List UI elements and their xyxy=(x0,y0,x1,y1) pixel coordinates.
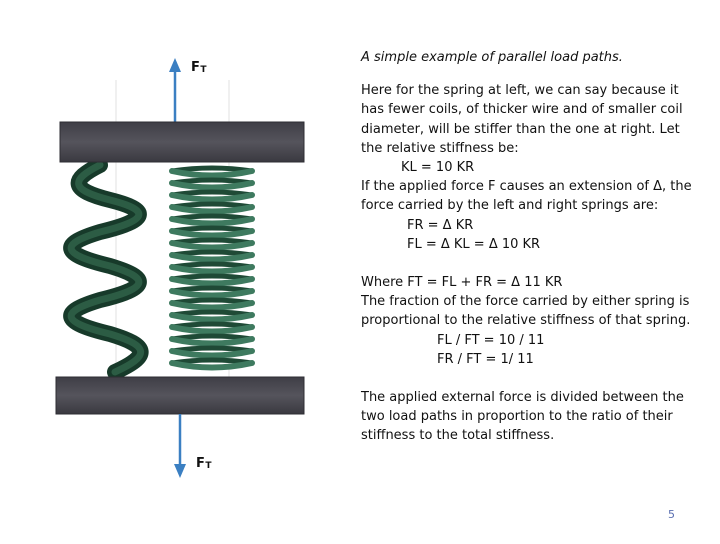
right-spring-coil xyxy=(169,300,255,311)
right-spring-coil xyxy=(169,324,255,335)
bottom-arrow-head xyxy=(174,464,186,478)
right-spring-coil xyxy=(169,288,255,299)
equation-fraction-left: FL / FT = 10 / 11 xyxy=(437,332,545,348)
bottom-plate xyxy=(55,376,305,415)
top-force-label: FT xyxy=(191,60,208,75)
right-spring-coil xyxy=(169,264,255,275)
equation-fr: FR = Δ KR xyxy=(407,217,474,233)
equation-ft: Where FT = FL + FR = Δ 11 KR xyxy=(361,275,563,291)
paragraph-fraction: The fraction of the force carried by eit… xyxy=(361,294,691,329)
right-spring-coil xyxy=(169,336,255,347)
paragraph-stiffness: Here for the spring at left, we can say … xyxy=(361,83,683,156)
bottom-force-label: FT xyxy=(196,456,213,471)
equation-fl: FL = Δ KL = Δ 10 KR xyxy=(407,236,541,252)
right-spring-coil xyxy=(169,276,255,287)
right-spring-coil xyxy=(169,312,255,323)
right-spring-coil xyxy=(169,168,255,179)
right-spring-coil xyxy=(169,360,255,371)
paragraph-conclusion: The applied external force is divided be… xyxy=(361,390,684,444)
equation-kl: KL = 10 KR xyxy=(401,160,475,176)
left-spring xyxy=(63,157,149,380)
top-arrow-head xyxy=(169,58,181,72)
right-spring-coil xyxy=(169,216,255,227)
page-number: 5 xyxy=(668,508,675,521)
right-spring-coil xyxy=(169,204,255,215)
right-spring-coil xyxy=(169,192,255,203)
spring-diagram: FT FT xyxy=(0,0,340,540)
right-spring-coil xyxy=(169,228,255,239)
equation-fraction-right: FR / FT = 1/ 11 xyxy=(437,351,534,367)
spring-diagram-svg xyxy=(55,58,305,478)
right-spring xyxy=(169,165,255,371)
top-plate xyxy=(59,121,305,163)
right-spring-coil xyxy=(169,180,255,191)
paragraph-force: If the applied force F causes an extensi… xyxy=(361,179,692,214)
slide-title: A simple example of parallel load paths. xyxy=(361,50,623,65)
explanation-text: A simple example of parallel load paths.… xyxy=(361,48,701,446)
right-spring-coil xyxy=(169,252,255,263)
right-spring-coil xyxy=(169,348,255,359)
right-spring-coil xyxy=(169,240,255,251)
